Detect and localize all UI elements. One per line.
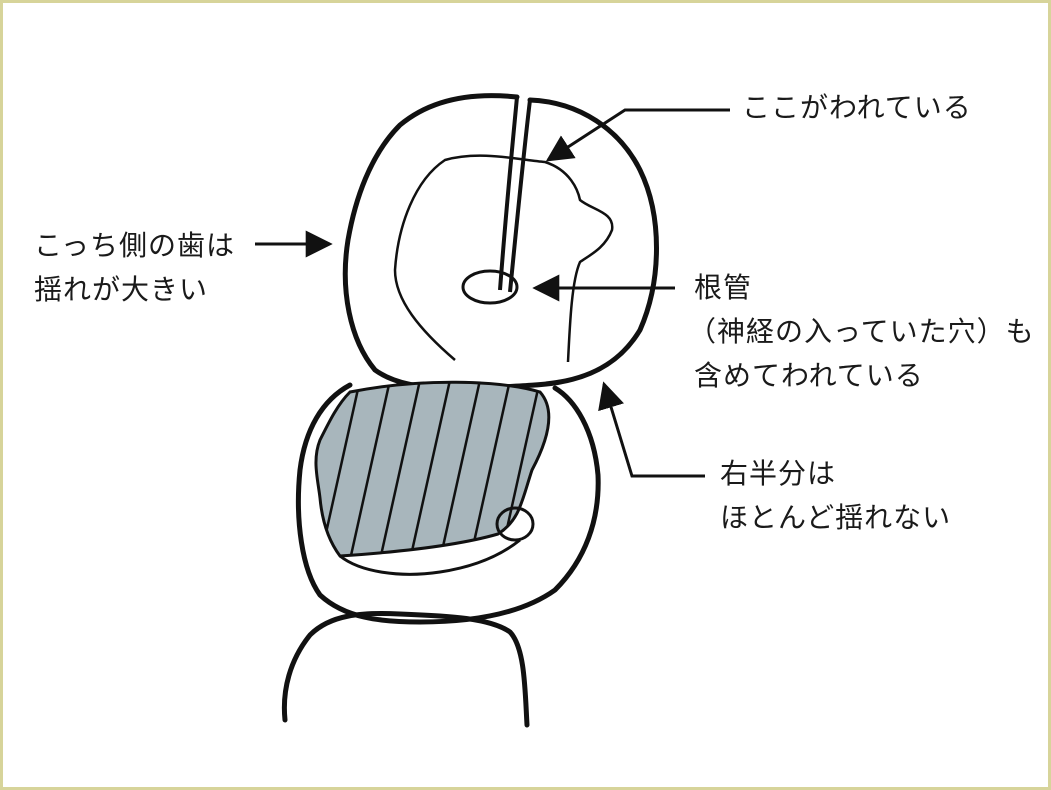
label-crack: ここがわれている	[742, 91, 972, 124]
label-root-canal: 根管 （神経の入っていた穴）も 含めてわれている	[688, 271, 1035, 392]
hatched-area-fill	[314, 380, 551, 558]
small-bump	[495, 506, 535, 542]
crack-line-left	[498, 96, 519, 291]
bottom-tooth-outline	[281, 610, 530, 728]
lower-tooth-outline	[295, 382, 601, 625]
pulp-chamber-outline	[393, 154, 614, 363]
inner-lower-curve	[339, 538, 521, 576]
upper-tooth-left-outline	[342, 93, 563, 392]
root-canal-opening	[461, 269, 519, 305]
arrow-crack	[545, 108, 730, 162]
arrow-right-half	[598, 381, 705, 478]
crack-line-right	[508, 99, 532, 293]
upper-tooth-right-outline	[527, 97, 659, 385]
label-right-half: 右半分は ほとんど揺れない	[720, 457, 952, 534]
label-left-tooth: こっち側の歯は 揺れが大きい	[34, 229, 236, 306]
